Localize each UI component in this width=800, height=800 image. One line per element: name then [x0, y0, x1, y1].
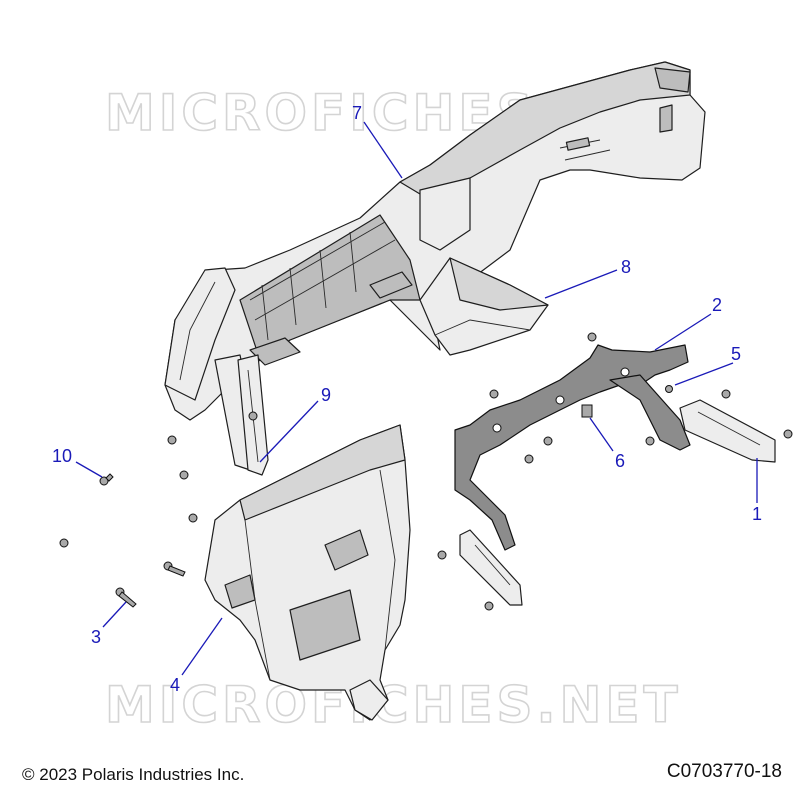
callout-6: 6 — [615, 451, 625, 471]
callout-1: 1 — [752, 504, 762, 524]
drawing-number: C0703770-18 — [666, 761, 782, 782]
callout-5: 5 — [731, 344, 741, 364]
callout-9: 9 — [321, 385, 331, 405]
watermark-bottom: MICROFICHES.NET — [105, 676, 682, 734]
part-8-deflector-panel — [419, 257, 549, 356]
part-2-mounting-bracket — [454, 344, 691, 606]
callout-2: 2 — [712, 295, 722, 315]
callout-10: 10 — [52, 446, 72, 466]
leader-lines — [75, 121, 758, 676]
fasteners-group — [59, 332, 793, 611]
callout-8: 8 — [621, 257, 631, 277]
callout-4: 4 — [170, 675, 180, 695]
copyright-notice: © 2023 Polaris Industries Inc. — [22, 765, 245, 784]
callout-7: 7 — [352, 103, 362, 123]
part-1-side-plate — [679, 399, 776, 463]
part-4-lower-fascia — [204, 424, 411, 721]
callout-3: 3 — [91, 627, 101, 647]
